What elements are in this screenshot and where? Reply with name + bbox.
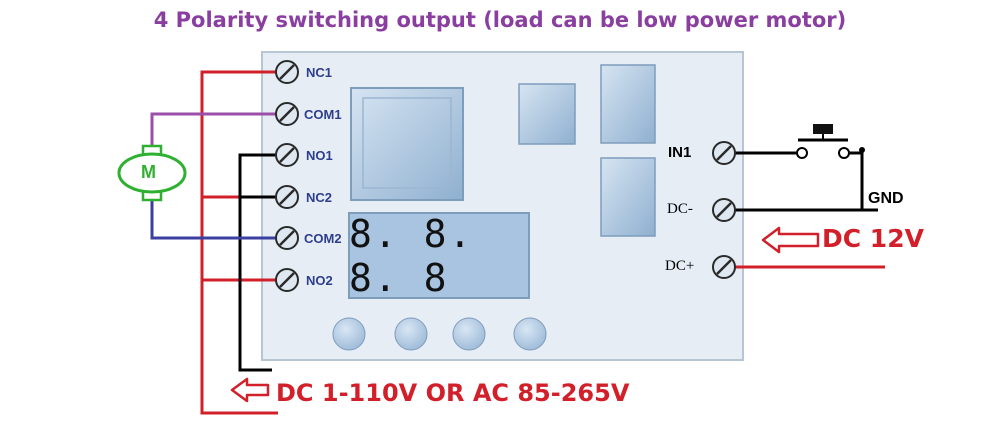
- board-button-1: [332, 317, 366, 351]
- wire-black-no1: [238, 153, 286, 372]
- led-display-frame: [348, 212, 530, 299]
- diagram-title: 4 Polarity switching output (load can be…: [153, 8, 847, 32]
- motor-label: M: [141, 162, 156, 182]
- relay-component: [350, 87, 464, 201]
- relay-board: [261, 51, 744, 361]
- component-chip-3: [600, 157, 656, 237]
- push-button-icon: [796, 124, 850, 159]
- terminal-label-nc1: NC1: [306, 65, 333, 80]
- terminal-label-com2: COM2: [304, 231, 342, 246]
- component-chip-1: [518, 83, 576, 145]
- arrow-left-icon: [230, 377, 270, 403]
- led-display-text: 8. 8. 8. 8: [349, 211, 474, 300]
- terminal-label-com1: COM1: [304, 107, 342, 122]
- board-button-3: [452, 317, 486, 351]
- gnd-label: GND: [868, 190, 904, 207]
- terminal-label-dc-minus: DC-: [667, 201, 693, 217]
- wire-purple-com1: [150, 112, 286, 148]
- terminal-label-in1: IN1: [668, 144, 692, 161]
- power-label: DC 12V: [822, 224, 924, 253]
- component-chip-2: [600, 64, 656, 144]
- terminal-label-nc2: NC2: [306, 190, 333, 205]
- motor-icon: [117, 144, 187, 202]
- terminal-label-dc-plus: DC+: [665, 258, 695, 274]
- terminal-screw-icon: [275, 60, 299, 292]
- arrow-left-icon: [761, 226, 820, 254]
- load-supply-label: DC 1-110V OR AC 85-265V: [276, 379, 630, 407]
- terminal-label-no1: NO1: [306, 148, 333, 163]
- board-button-4: [513, 317, 547, 351]
- terminal-screw-icon: [712, 141, 736, 279]
- board-button-2: [394, 317, 428, 351]
- wire-red-nc1: [200, 70, 286, 415]
- terminal-label-no2: NO2: [306, 273, 333, 288]
- wire-blue-com2: [150, 198, 286, 240]
